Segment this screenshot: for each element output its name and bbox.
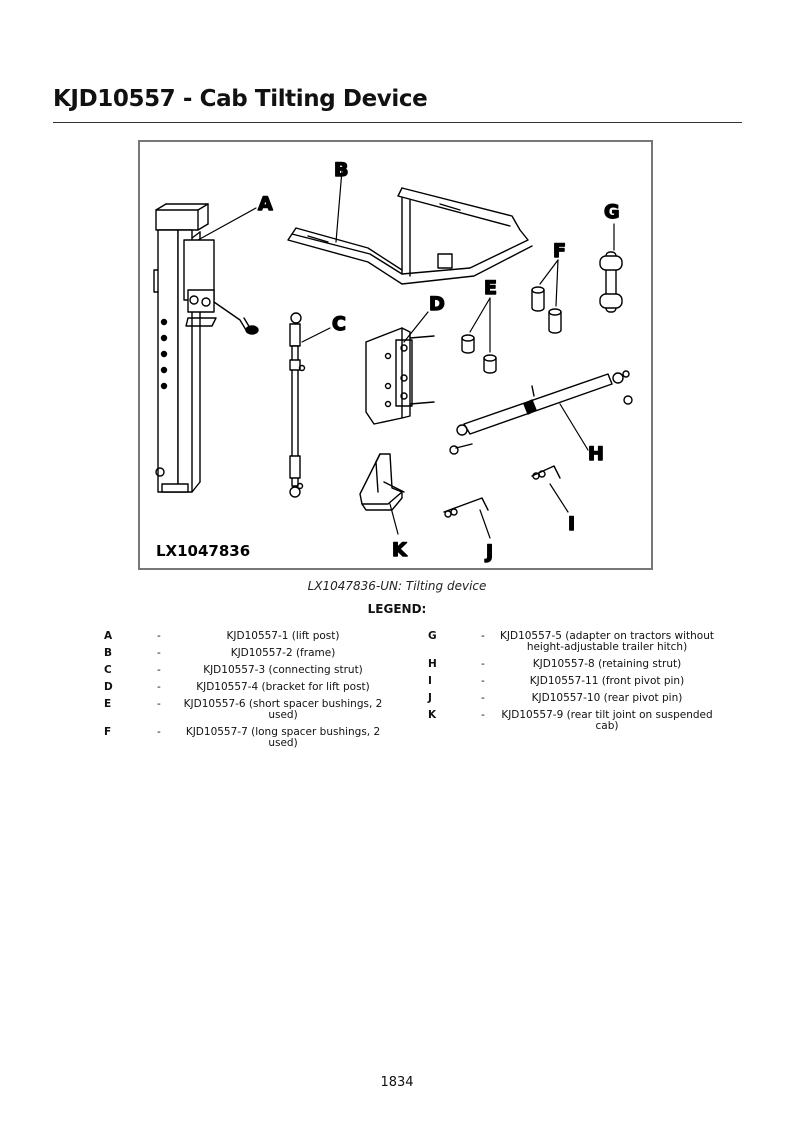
legend-separator: - — [157, 647, 161, 659]
legend-letter: A — [104, 630, 113, 642]
legend-letter: F — [104, 726, 112, 738]
legend-item-j: J - KJD10557-10 (rear pivot pin) — [428, 693, 728, 704]
parts-illustration: A B C — [153, 158, 633, 564]
legend-letter: B — [104, 647, 113, 659]
legend-item-c: C - KJD10557-3 (connecting strut) — [104, 665, 404, 676]
legend-separator: - — [157, 681, 161, 693]
legend-item-d: D - KJD10557-4 (bracket for lift post) — [104, 682, 404, 693]
callout-e: E — [484, 277, 497, 299]
callout-g: G — [604, 201, 620, 223]
callout-j: J — [484, 541, 493, 563]
title-divider — [53, 122, 742, 123]
callout-b: B — [334, 159, 348, 181]
legend-letter: J — [428, 692, 432, 704]
figure-id-label: LX1047836 — [156, 542, 250, 560]
figure-caption: LX1047836-UN: Tilting device — [307, 579, 487, 593]
legend-description: KJD10557-1 (lift post) — [226, 630, 340, 642]
legend-letter: I — [428, 675, 432, 687]
page-title: KJD10557 - Cab Tilting Device — [53, 86, 428, 112]
legend-description: KJD10557-7 (long spacer bushings, 2 used… — [185, 726, 381, 749]
legend-description: KJD10557-2 (frame) — [230, 647, 336, 659]
legend-item-k: K - KJD10557-9 (rear tilt joint on suspe… — [428, 710, 728, 732]
legend-letter: C — [104, 664, 112, 676]
legend-description: KJD10557-6 (short spacer bushings, 2 use… — [183, 698, 383, 721]
legend-description: KJD10557-8 (retaining strut) — [532, 658, 682, 670]
legend-description: KJD10557-10 (rear pivot pin) — [531, 692, 683, 704]
legend-heading: LEGEND: — [367, 602, 427, 616]
callout-d: D — [429, 293, 445, 315]
rear-tilt-joint-drawing — [359, 453, 405, 535]
legend-description: KJD10557-11 (front pivot pin) — [529, 675, 685, 687]
callout-h: H — [588, 443, 604, 465]
figure-tilting-device: A B C — [138, 140, 653, 570]
legend-separator: - — [481, 709, 485, 721]
legend-description: KJD10557-4 (bracket for lift post) — [196, 681, 370, 693]
legend-separator: - — [481, 692, 485, 704]
legend-letter: D — [104, 681, 113, 693]
long-spacer-bushings-drawing — [531, 259, 562, 334]
legend-item-e: E - KJD10557-6 (short spacer bushings, 2… — [104, 699, 404, 721]
legend-item-a: A - KJD10557-1 (lift post) — [104, 631, 404, 642]
legend-letter: E — [104, 698, 112, 710]
legend-separator: - — [157, 726, 161, 738]
page-number: 1834 — [380, 1075, 414, 1090]
legend-description: KJD10557-5 (adapter on tractors without … — [500, 630, 714, 653]
legend-separator: - — [481, 630, 485, 642]
legend-separator: - — [481, 658, 485, 670]
callout-a: A — [258, 193, 273, 215]
legend-letter: H — [428, 658, 437, 670]
legend-letter: K — [428, 709, 437, 721]
front-pivot-pin-drawing — [531, 465, 569, 513]
short-spacer-bushings-drawing — [461, 297, 497, 374]
legend-separator: - — [157, 630, 161, 642]
frame-drawing — [287, 169, 533, 285]
legend-left-column: A - KJD10557-1 (lift post) B - KJD10557-… — [104, 631, 404, 755]
legend-separator: - — [481, 675, 485, 687]
legend-item-b: B - KJD10557-2 (frame) — [104, 648, 404, 659]
legend-item-g: G - KJD10557-5 (adapter on tractors with… — [428, 631, 728, 653]
legend-item-i: I - KJD10557-11 (front pivot pin) — [428, 676, 728, 687]
legend-right-column: G - KJD10557-5 (adapter on tractors with… — [428, 631, 728, 738]
legend-description: KJD10557-9 (rear tilt joint on suspended… — [501, 709, 713, 732]
adapter-drawing — [599, 223, 623, 313]
callout-k: K — [392, 539, 408, 561]
connecting-strut-drawing — [289, 312, 331, 498]
rear-pivot-pin-drawing — [443, 497, 491, 539]
legend-letter: G — [428, 630, 437, 642]
legend-description: KJD10557-3 (connecting strut) — [203, 664, 363, 676]
lift-post-drawing — [153, 203, 259, 493]
lift-post-bracket-drawing — [365, 311, 435, 425]
legend-item-f: F - KJD10557-7 (long spacer bushings, 2 … — [104, 727, 404, 749]
callout-i: I — [568, 513, 575, 535]
callout-c: C — [332, 313, 346, 335]
legend-separator: - — [157, 664, 161, 676]
callout-f: F — [553, 240, 566, 262]
legend-separator: - — [157, 698, 161, 710]
retaining-strut-drawing — [449, 370, 633, 455]
legend-item-h: H - KJD10557-8 (retaining strut) — [428, 659, 728, 670]
